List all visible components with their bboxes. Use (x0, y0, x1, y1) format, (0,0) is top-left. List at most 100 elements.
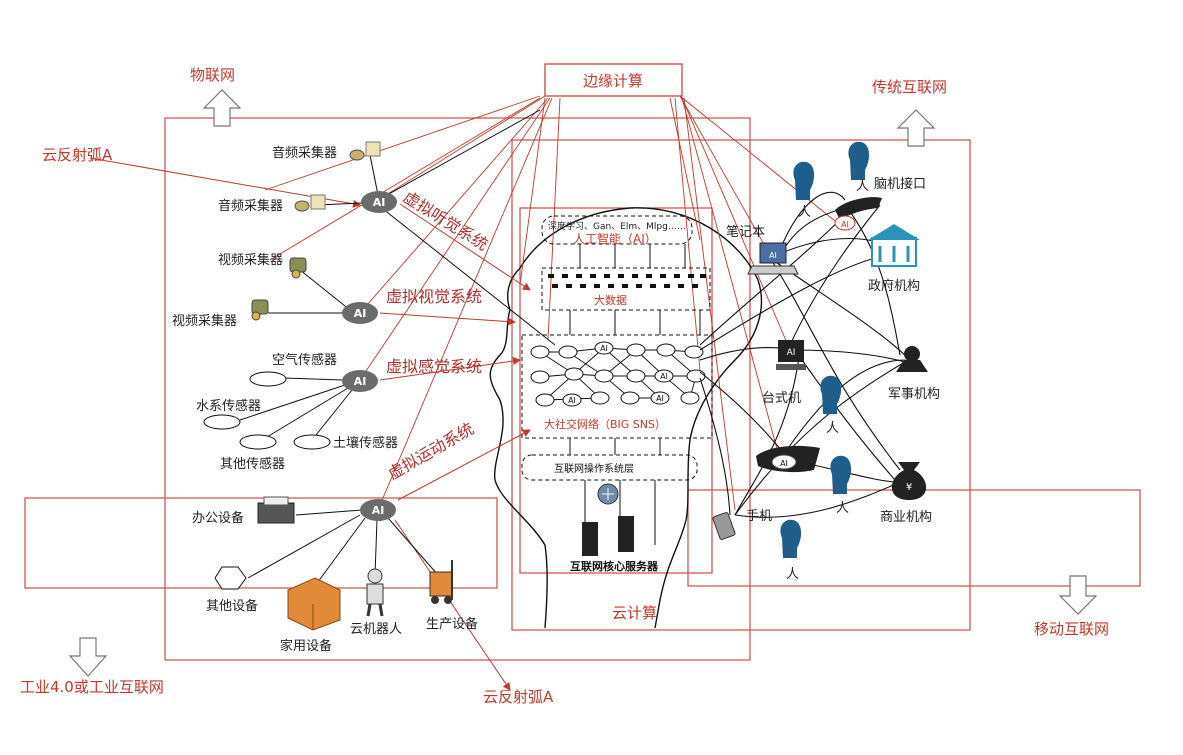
svg-text:土壤传感器: 土壤传感器 (333, 435, 398, 451)
video-collector-2: 视频采集器 (172, 299, 269, 329)
hollow-arrows (68, 89, 1098, 677)
svg-text:空气传感器: 空气传感器 (272, 352, 337, 368)
business: ¥ 商业机构 (880, 462, 932, 525)
sensor-links (239, 109, 556, 591)
svg-text:其他传感器: 其他传感器 (220, 456, 285, 472)
mobile-down-arrow-icon (1058, 575, 1098, 615)
virtual-motion-label: 虚拟运动系统 (385, 419, 478, 483)
svg-text:AI: AI (600, 344, 608, 353)
virtual-vision-label: 虚拟视觉系统 (386, 287, 482, 306)
layer-connectors (569, 244, 701, 545)
laptop: 笔记本 AI (726, 224, 799, 275)
speaker-icon (310, 194, 326, 210)
svg-text:大数据: 大数据 (594, 293, 627, 307)
household-equipment: 家用设备 (280, 577, 341, 654)
svg-text:AI: AI (841, 220, 849, 229)
svg-text:人: 人 (786, 567, 799, 582)
svg-text:生产设备: 生产设备 (426, 616, 478, 632)
sns-ai-nodes: AI AI AI AI (562, 341, 674, 407)
person-head-icon (793, 161, 815, 200)
forklift-icon (429, 571, 453, 597)
audio-collector-2: 音频采集器 (218, 194, 326, 214)
government: 政府机构 (868, 224, 920, 294)
edge-computing-label: 边缘计算 (583, 72, 643, 90)
svg-text:人工智能（AI）: 人工智能（AI） (573, 231, 657, 246)
ai-hub-audio: AI (361, 191, 397, 213)
person-head-icon (848, 141, 870, 180)
svg-text:手机: 手机 (746, 509, 772, 524)
person-4: 人 (830, 455, 852, 516)
cloud-computing-label: 云计算 (612, 604, 657, 622)
svg-text:人: 人 (836, 501, 849, 516)
phone-icon (712, 512, 736, 540)
svg-text:音频采集器: 音频采集器 (272, 145, 337, 161)
svg-text:人: 人 (798, 205, 811, 220)
water-sensor: 水系传感器 (196, 398, 261, 430)
svg-text:AI: AI (373, 196, 386, 209)
ai-hubs-left: AI AI AI AI (342, 191, 397, 521)
os-layer: 互联网操作系统层 (521, 454, 698, 481)
monitor-icon (778, 340, 804, 362)
video-collector-1: 视频采集器 (218, 252, 307, 279)
cloud-reflex-a-top-label: 云反射弧A (42, 146, 113, 164)
traditional-internet-frame (511, 139, 971, 631)
svg-text:商业机构: 商业机构 (880, 510, 932, 525)
svg-text:互联网核心服务器: 互联网核心服务器 (570, 559, 659, 573)
vr-headset-icon (835, 197, 882, 220)
ai-hub-devices: AI (360, 499, 396, 521)
svg-text:台式机: 台式机 (762, 391, 801, 406)
big-sns-layer: AI AI AI AI 大社交网络（BIG SNS） (521, 334, 713, 439)
printer-icon (257, 502, 295, 524)
hexagon-icon (214, 566, 247, 590)
svg-text:AI: AI (787, 348, 796, 358)
cloud-computing-frame (519, 207, 713, 574)
ai-hub-sensors: AI (342, 370, 378, 392)
mobile-phone: 手机 (712, 509, 772, 540)
svg-text:AI: AI (769, 251, 777, 260)
frames (24, 117, 1141, 661)
edge-computing-box (544, 63, 683, 97)
desktop: AI 台式机 (762, 340, 806, 406)
laptop-icon (759, 242, 787, 264)
svg-text:¥: ¥ (906, 482, 912, 493)
microphone-icon (294, 200, 310, 212)
camera-icon (289, 257, 307, 273)
head-outline (489, 207, 763, 629)
svg-text:办公设备: 办公设备 (192, 510, 244, 526)
svg-text:互联网操作系统层: 互联网操作系统层 (554, 462, 634, 475)
microphone-icon (349, 149, 365, 161)
ai-hub-video: AI (342, 302, 378, 324)
industry-40-label: 工业4.0或工业互联网 (20, 678, 164, 696)
svg-text:大社交网络（BIG SNS）: 大社交网络（BIG SNS） (544, 417, 666, 431)
sns-nodes (530, 343, 706, 407)
svg-text:脑机接口: 脑机接口 (874, 176, 926, 192)
audio-collector-1: 音频采集器 (272, 141, 381, 161)
robot-icon (367, 568, 383, 584)
svg-text:AI: AI (656, 394, 664, 403)
core-server: 互联网核心服务器 (570, 483, 659, 573)
server-icon (582, 522, 598, 556)
svg-text:其他设备: 其他设备 (206, 598, 258, 614)
office-equipment: 办公设备 (192, 496, 295, 526)
person-head-icon (820, 375, 842, 414)
other-equipment: 其他设备 (206, 566, 258, 614)
military: 军事机构 (888, 346, 940, 402)
svg-text:云机器人: 云机器人 (350, 622, 402, 637)
svg-text:视频采集器: 视频采集器 (218, 252, 283, 268)
svg-text:人: 人 (826, 421, 839, 436)
person-1: 人 (793, 161, 815, 220)
svg-text:AI: AI (660, 372, 668, 381)
person-3: 人 (820, 375, 842, 436)
military-icon (904, 346, 920, 362)
iot-label: 物联网 (190, 66, 235, 84)
svg-text:AI: AI (568, 396, 576, 405)
speaker-icon (365, 141, 381, 157)
person-head-icon (830, 455, 852, 494)
ai-glasses: AI (756, 445, 820, 473)
iot-up-arrow-icon (202, 89, 242, 127)
svg-text:军事机构: 军事机构 (888, 387, 940, 402)
air-sensor: 空气传感器 (249, 352, 337, 387)
svg-text:AI: AI (372, 504, 385, 517)
ai-layer: 深度学习、Gan、Elm、Mlpg…… 人工智能（AI） (541, 215, 693, 246)
traditional-internet-label: 传统互联网 (872, 78, 947, 96)
